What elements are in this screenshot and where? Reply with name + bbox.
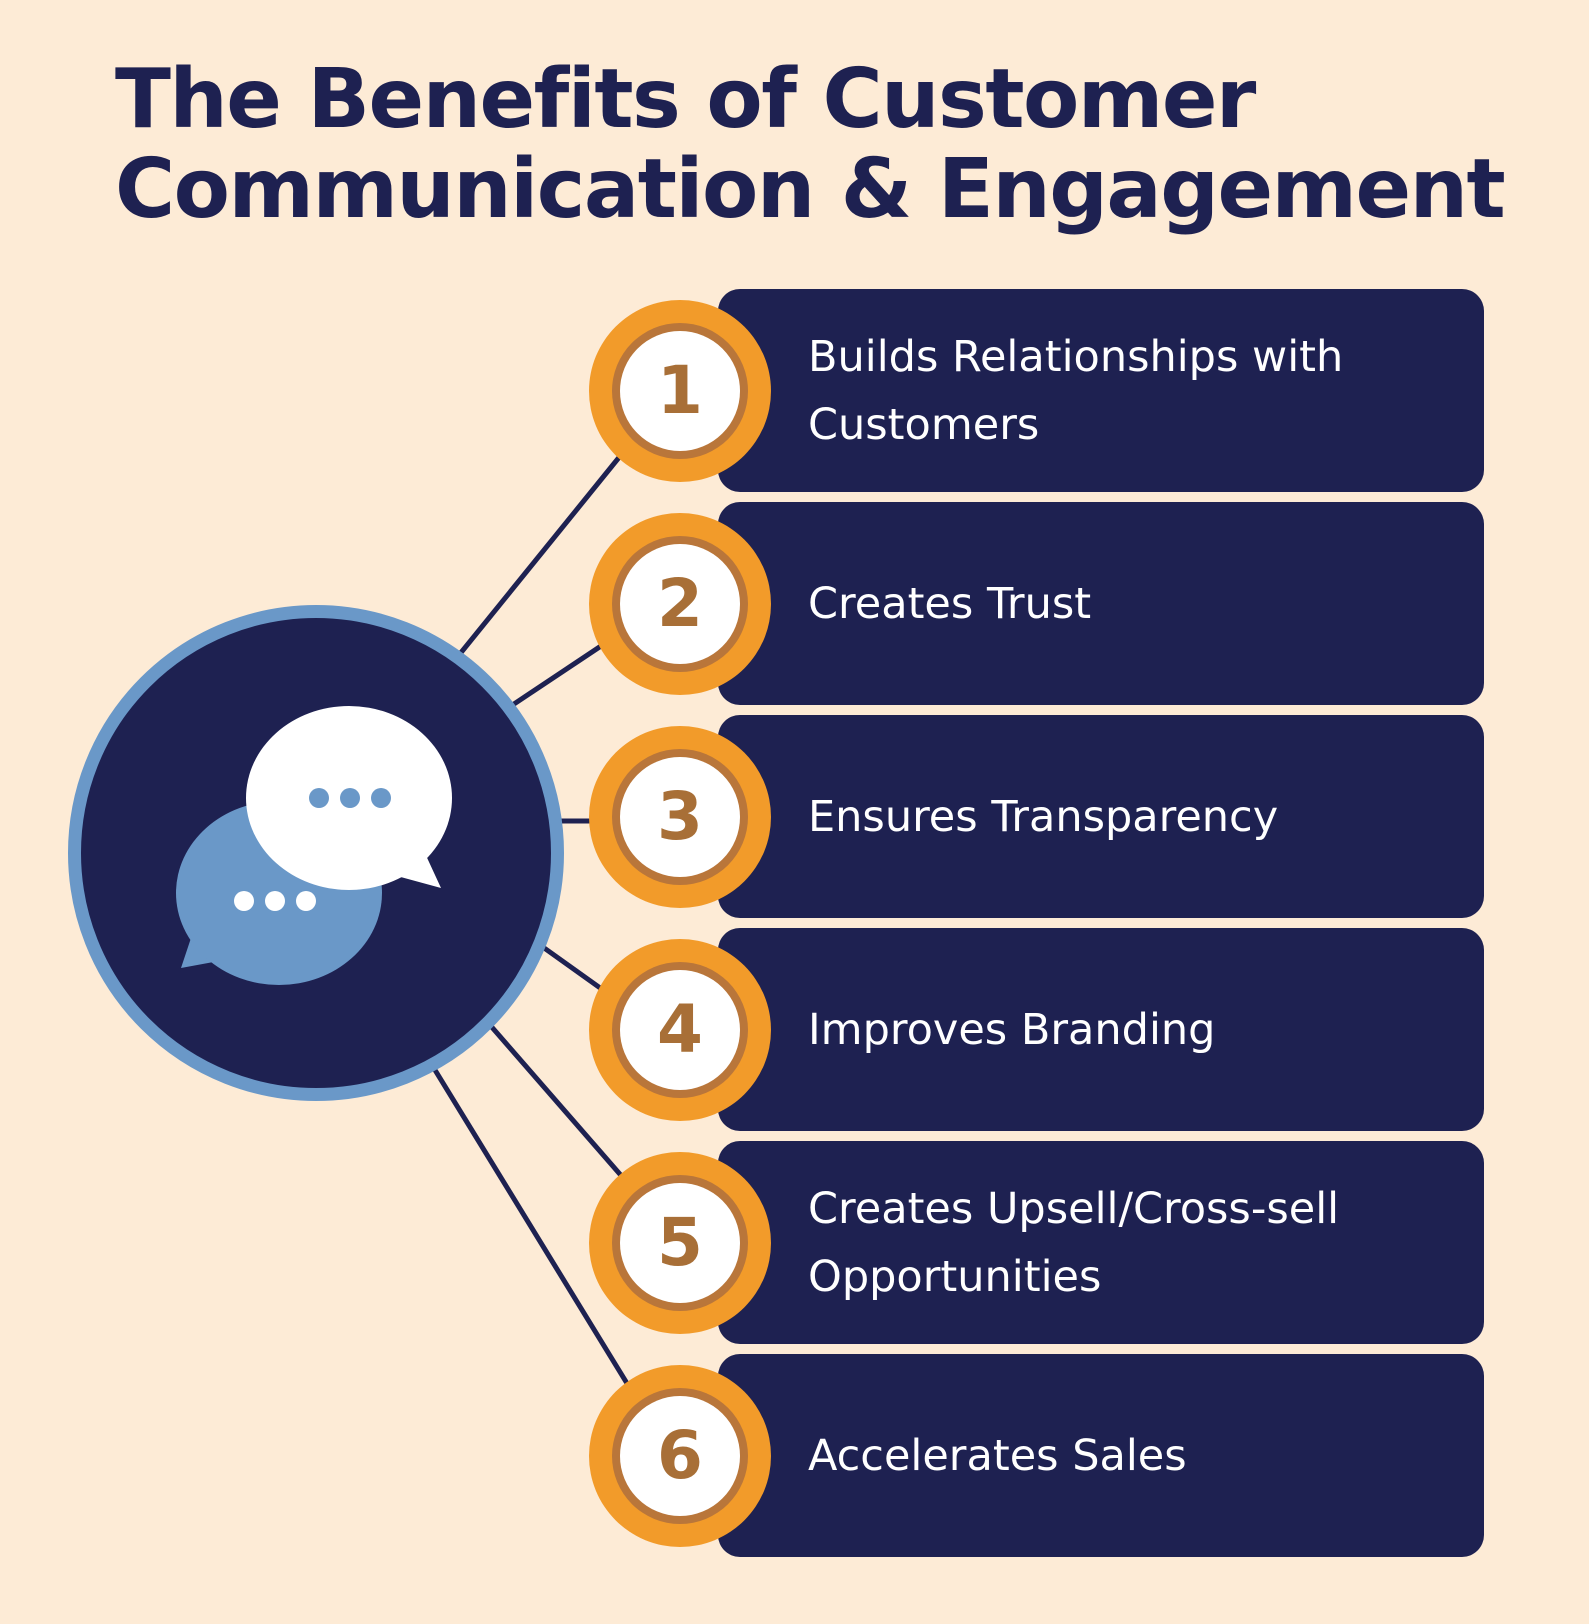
benefit-box-3: Ensures Transparency — [718, 715, 1484, 918]
number-badge-2: 2 — [589, 513, 771, 695]
connector-line-4 — [538, 942, 612, 998]
white-speech-bubble-icon — [246, 706, 452, 890]
benefit-box-5: Creates Upsell/Cross-sell Opportunities — [718, 1141, 1484, 1344]
page-title: The Benefits of Customer Communication &… — [115, 55, 1575, 235]
badge-number-1: 1 — [657, 352, 703, 429]
benefit-box-6: Accelerates Sales — [718, 1354, 1484, 1557]
connector-line-6 — [432, 1068, 631, 1387]
benefit-box-2: Creates Trust — [718, 502, 1484, 705]
connector-line-2 — [503, 637, 612, 713]
badge-number-2: 2 — [657, 565, 703, 642]
number-badge-6: 6 — [589, 1365, 771, 1547]
number-badge-1: 1 — [589, 300, 771, 482]
benefit-label-6: Accelerates Sales — [808, 1430, 1187, 1481]
badge-number-4: 4 — [657, 991, 703, 1068]
connector-line-5 — [488, 1023, 627, 1182]
benefit-label-5: Creates Upsell/Cross-sell Opportunities — [808, 1183, 1340, 1302]
benefit-label-3: Ensures Transparency — [808, 791, 1279, 842]
number-badge-3: 3 — [589, 726, 771, 908]
badge-number-6: 6 — [657, 1417, 703, 1494]
benefit-label-1: Builds Relationships with Customers — [808, 331, 1344, 450]
benefit-box-4: Improves Branding — [718, 928, 1484, 1131]
badge-number-3: 3 — [657, 778, 703, 855]
benefit-label-4: Improves Branding — [808, 1004, 1216, 1055]
title-line-2: Communication & Engagement — [115, 142, 1506, 237]
number-badge-4: 4 — [589, 939, 771, 1121]
connector-line-1 — [453, 448, 627, 662]
benefit-label-2: Creates Trust — [808, 578, 1092, 629]
benefit-box-1: Builds Relationships with Customers — [718, 289, 1484, 492]
title-line-1: The Benefits of Customer — [115, 52, 1256, 147]
badge-number-5: 5 — [657, 1204, 703, 1281]
number-badge-5: 5 — [589, 1152, 771, 1334]
chat-bubbles-icon — [176, 706, 452, 985]
communication-hub-circle — [68, 605, 564, 1101]
